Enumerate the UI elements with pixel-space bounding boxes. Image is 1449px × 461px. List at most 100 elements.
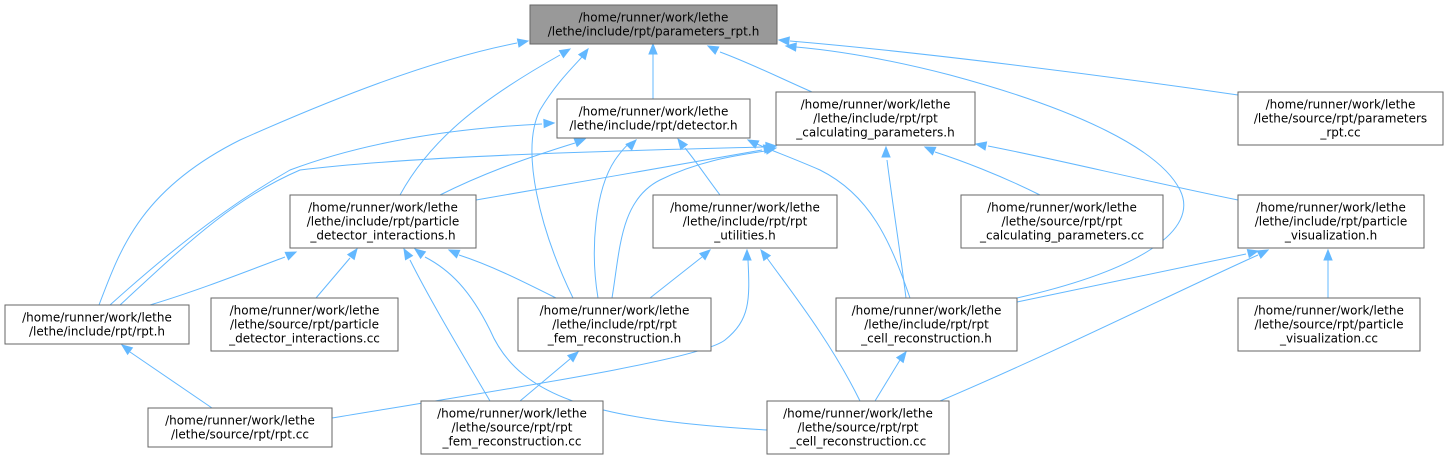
- edge-utilities_h-to-detector_h: [677, 137, 721, 196]
- node-label-line: /lethe/include/rpt/particle: [307, 215, 460, 229]
- edge-pdi_cc-to-pdi_h: [315, 247, 358, 299]
- node-rpt-h[interactable]: /home/runner/work/lethe/lethe/include/rp…: [4, 304, 190, 345]
- node-label-line: _visualization.h: [1284, 229, 1377, 243]
- node-label-line: _utilities.h: [713, 229, 775, 243]
- edge-line: [439, 142, 576, 196]
- node-label-line: _calculating_parameters.cc: [979, 229, 1144, 243]
- node-cellrec-h[interactable]: /home/runner/work/lethe/lethe/include/rp…: [835, 297, 1018, 352]
- edge-pdi_h-to-detector_h: [439, 138, 587, 196]
- edge-arrowhead: [974, 141, 988, 151]
- node-box: [1237, 194, 1425, 249]
- node-label-line: /lethe/source/rpt/rpt: [1002, 215, 1123, 229]
- edge-arrowhead: [1246, 248, 1260, 259]
- edge-detector_h-to-root: [648, 42, 658, 99]
- node-label-line: /lethe/source/rpt/particle: [1255, 318, 1404, 332]
- node-box: [835, 297, 1018, 352]
- edge-arrowhead: [403, 247, 414, 261]
- edge-femrec_h-to-pdi_h: [447, 249, 557, 299]
- edge-arrowhead: [1323, 248, 1333, 261]
- edge-arrowhead: [777, 36, 790, 46]
- edge-arrowhead: [346, 247, 358, 261]
- edge-calcparam_h-to-root: [706, 45, 813, 93]
- edge-line: [129, 351, 213, 409]
- node-label-line: /lethe/source/rpt/particle: [230, 318, 379, 332]
- edge-arrowhead: [577, 47, 589, 61]
- edge-arrowhead: [881, 145, 891, 158]
- edge-line: [458, 254, 557, 299]
- node-pviz-h[interactable]: /home/runner/work/lethe/lethe/include/rp…: [1237, 194, 1425, 249]
- node-label-line: _fem_reconstruction.cc: [442, 435, 582, 449]
- edge-arrowhead: [543, 118, 556, 129]
- node-femrec-h[interactable]: /home/runner/work/lethe/lethe/include/rp…: [517, 297, 712, 352]
- node-label-line: /home/runner/work/lethe: [230, 304, 380, 318]
- edge-arrowhead: [764, 145, 778, 155]
- edge-femrec_cc-to-femrec_h: [519, 351, 580, 402]
- edge-pviz_cc-to-pviz_h: [1323, 248, 1333, 298]
- edge-rpt_h-to-pdi_h: [149, 251, 298, 306]
- edge-cellrec_h-to-detector_h: [746, 139, 911, 299]
- edge-line: [331, 259, 750, 419]
- node-label-line: /lethe/include/rpt/rpt: [813, 112, 938, 126]
- edge-arrowhead: [573, 138, 587, 148]
- node-label-line: /home/runner/work/lethe: [437, 407, 587, 421]
- edge-cellrec_h-to-pviz_h: [1016, 248, 1260, 303]
- edge-arrowhead: [895, 350, 907, 364]
- edge-line: [649, 256, 703, 299]
- edge-rpt_h-to-root: [98, 38, 530, 306]
- node-pdi-cc[interactable]: /home/runner/work/lethe/lethe/source/rpt…: [210, 297, 399, 352]
- edge-arrowhead: [698, 249, 712, 261]
- node-box: [147, 407, 333, 448]
- edge-line: [795, 46, 1185, 299]
- edge-arrowhead: [784, 42, 797, 52]
- node-femrec-cc[interactable]: /home/runner/work/lethe/lethe/source/rpt…: [420, 400, 604, 455]
- node-root: /home/runner/work/lethe/lethe/include/rp…: [529, 4, 778, 45]
- edges-layer: [98, 36, 1333, 431]
- node-pviz-cc[interactable]: /home/runner/work/lethe/lethe/source/rpt…: [1237, 297, 1421, 352]
- edge-arrowhead: [1256, 249, 1270, 259]
- node-box: [556, 98, 751, 139]
- node-label-line: /lethe/source/rpt/rpt: [452, 421, 573, 435]
- edge-cellrec_cc-to-cellrec_h: [874, 350, 907, 402]
- node-label-line: /home/runner/work/lethe: [579, 105, 729, 119]
- edge-line: [98, 42, 518, 306]
- node-label-line: /home/runner/work/lethe: [670, 201, 820, 215]
- edge-arrowhead: [120, 344, 134, 356]
- edge-arrowhead: [746, 139, 760, 149]
- node-cellrec-cc[interactable]: /home/runner/work/lethe/lethe/source/rpt…: [766, 400, 950, 455]
- node-box: [529, 4, 778, 45]
- edge-femrec_h-to-calcparam_h: [611, 145, 778, 299]
- node-params-cc[interactable]: /home/runner/work/lethe/lethe/source/rpt…: [1237, 91, 1444, 146]
- edge-arrowhead: [447, 249, 461, 259]
- edge-cellrec_h-to-root: [784, 42, 1185, 299]
- node-label-line: /home/runner/work/lethe: [579, 11, 729, 25]
- node-calcparam-h[interactable]: /home/runner/work/lethe/lethe/include/rp…: [775, 91, 976, 146]
- node-label-line: _calculating_parameters.h: [795, 126, 954, 140]
- edge-params_cc-to-root: [777, 36, 1239, 96]
- edge-rpt_cc-to-rpt_h: [120, 344, 213, 409]
- node-label-line: /lethe/source/rpt/parameters: [1254, 112, 1427, 126]
- edge-pviz_h-to-calcparam_h: [974, 141, 1239, 201]
- edge-line: [939, 254, 1259, 402]
- edge-arrowhead: [923, 146, 937, 156]
- edge-line: [1016, 253, 1247, 303]
- node-label-line: /lethe/include/rpt/rpt: [552, 318, 677, 332]
- edge-line: [519, 358, 571, 402]
- edge-calcparam_cc-to-calcparam_h: [923, 146, 1041, 196]
- node-rpt-cc[interactable]: /home/runner/work/lethe/lethe/source/rpt…: [147, 407, 333, 448]
- node-utilities-h[interactable]: /home/runner/work/lethe/lethe/include/rp…: [652, 194, 838, 249]
- edge-rpt_cc-to-utilities_h: [331, 248, 752, 419]
- node-label-line: /home/runner/work/lethe: [540, 304, 690, 318]
- node-pdi-h[interactable]: /home/runner/work/lethe/lethe/include/rp…: [289, 194, 477, 249]
- edge-line: [119, 146, 765, 306]
- edge-rpt_h-to-detector_h: [109, 118, 556, 306]
- node-detector-h[interactable]: /home/runner/work/lethe/lethe/include/rp…: [556, 98, 751, 139]
- edge-line: [874, 359, 901, 402]
- edge-line: [934, 151, 1041, 196]
- edge-line: [719, 51, 813, 93]
- edge-line: [409, 259, 491, 402]
- node-calcparam-cc[interactable]: /home/runner/work/lethe/lethe/source/rpt…: [960, 194, 1164, 249]
- node-label-line: /home/runner/work/lethe: [165, 414, 315, 428]
- edge-line: [684, 147, 721, 196]
- edge-pdi_h-to-root: [399, 48, 572, 196]
- node-label-line: /lethe/include/rpt/particle: [1255, 215, 1408, 229]
